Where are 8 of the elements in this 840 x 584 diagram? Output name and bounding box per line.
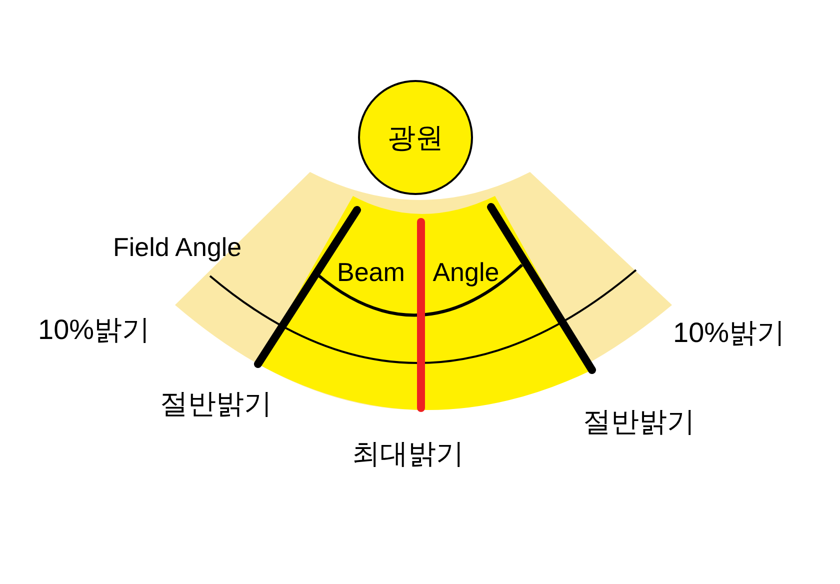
brightness-label: 10%밝기 [673, 319, 786, 347]
angle-label: Beam Angle [337, 259, 500, 285]
angle-label: Field Angle [113, 234, 242, 260]
brightness-label: 최대밝기 [352, 440, 464, 468]
brightness-label: 10%밝기 [38, 316, 150, 344]
brightness-label: 절반밝기 [583, 408, 695, 436]
brightness-label: 절반밝기 [160, 390, 272, 418]
light-source-circle: 광원 [358, 80, 473, 195]
